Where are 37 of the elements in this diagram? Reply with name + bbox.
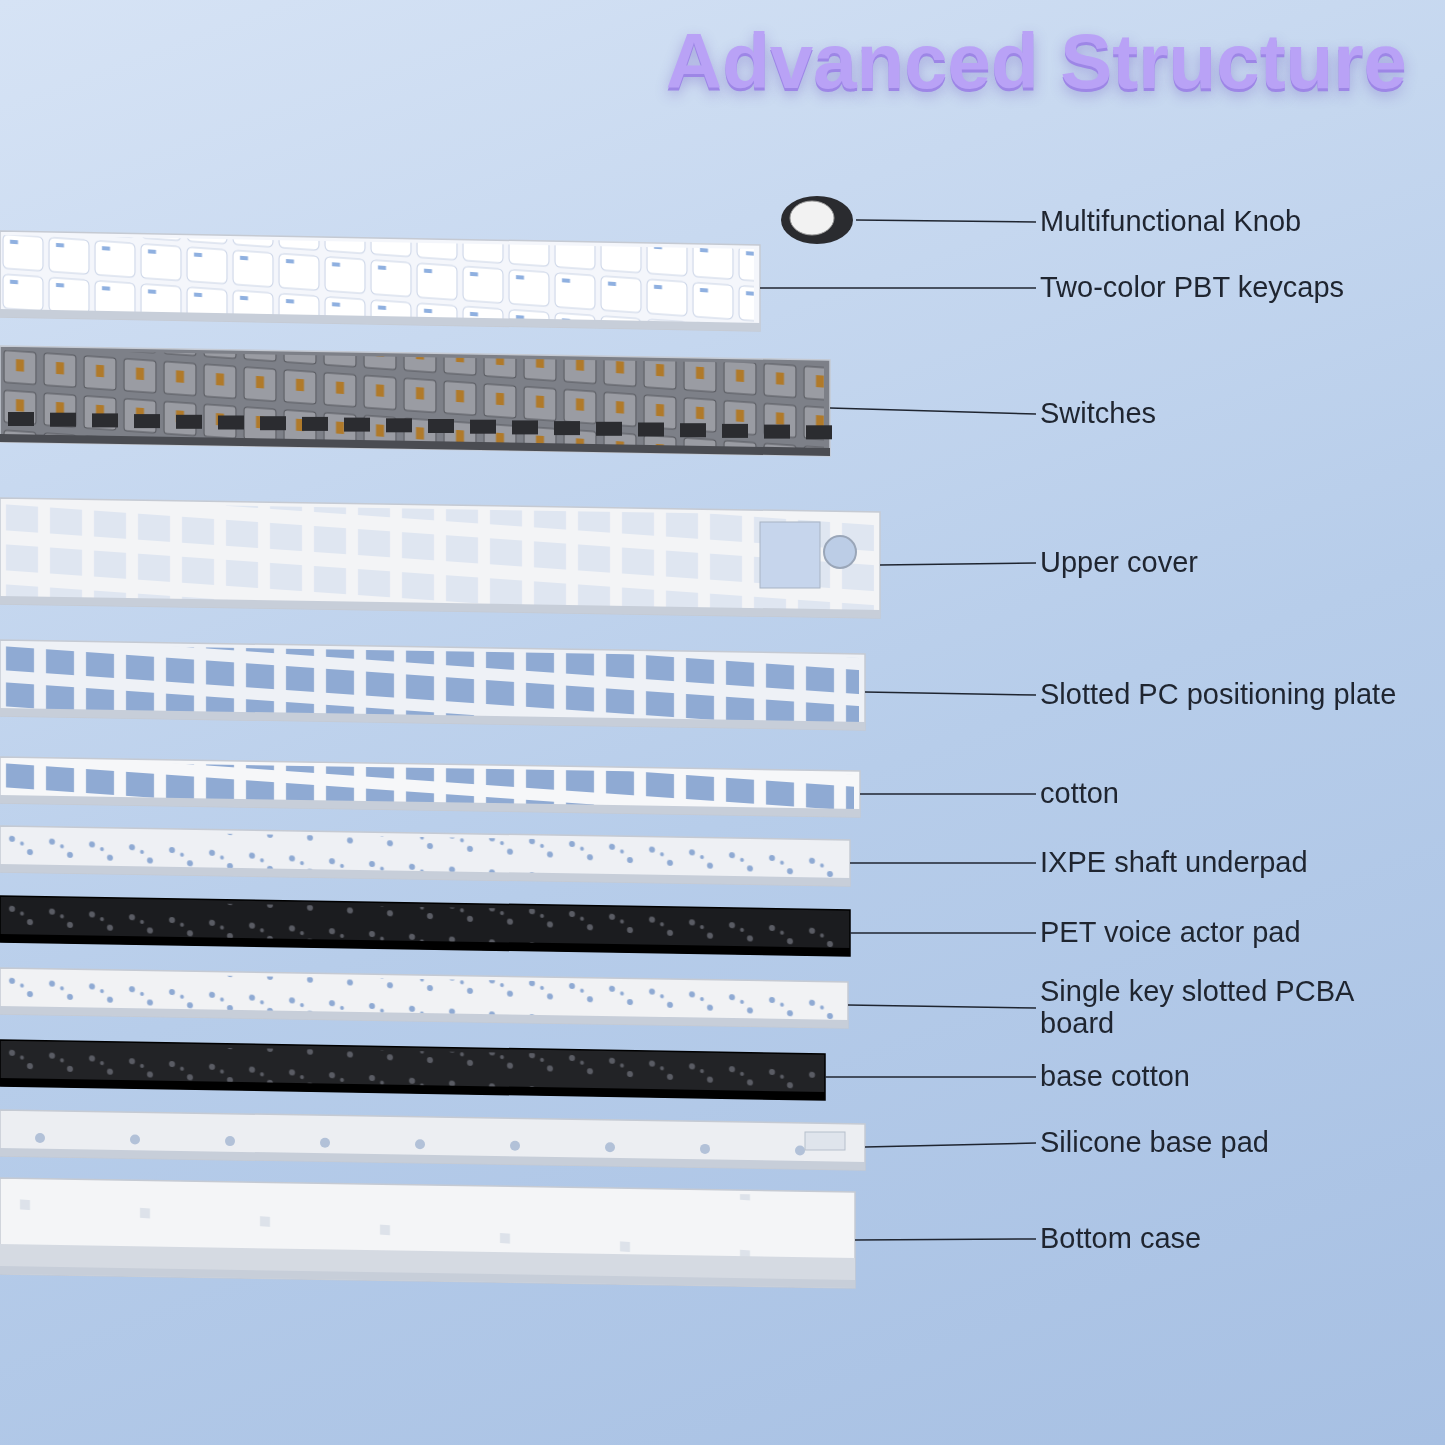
foam-layer-drawing (0, 757, 860, 817)
leader-line (847, 1004, 1037, 1009)
base-pad-drawing (0, 1110, 865, 1170)
part-label: Two-color PBT keycaps (1040, 272, 1400, 304)
plate-drawing (0, 640, 865, 730)
bottom-case-drawing (0, 1178, 855, 1288)
knob-drawing (778, 194, 856, 246)
part-label: Upper cover (1040, 547, 1400, 579)
part-label: base cotton (1040, 1061, 1400, 1093)
part-label: Multifunctional Knob (1040, 206, 1400, 238)
part-label: cotton (1040, 778, 1400, 810)
base-foam-drawing (0, 1040, 825, 1100)
pad-drawing (0, 896, 850, 956)
switches-drawing (0, 346, 830, 456)
leader-line (824, 1076, 1037, 1078)
leader-line (849, 862, 1037, 864)
leader-line (879, 562, 1037, 566)
part-label: Silicone base pad (1040, 1127, 1400, 1159)
title: Advanced Structure (665, 22, 1407, 100)
part-label: Bottom case (1040, 1223, 1400, 1255)
leader-line (759, 287, 1037, 289)
keycaps-drawing (0, 231, 760, 331)
leader-line (855, 219, 1037, 223)
part-label: IXPE shaft underpad (1040, 847, 1400, 879)
leader-line (829, 407, 1037, 415)
leader-line (864, 691, 1037, 696)
part-label: Switches (1040, 398, 1400, 430)
part-label: Single key slotted PCBA board (1040, 976, 1400, 1040)
leader-line (849, 932, 1037, 934)
upper-cover-drawing (0, 498, 880, 618)
leader-line (859, 793, 1037, 795)
part-label: Slotted PC positioning plate (1040, 679, 1400, 711)
circuit-board-drawing (0, 968, 848, 1028)
part-label: PET voice actor pad (1040, 917, 1400, 949)
underpad-drawing (0, 826, 850, 886)
leader-line (864, 1142, 1037, 1148)
leader-line (854, 1238, 1037, 1241)
